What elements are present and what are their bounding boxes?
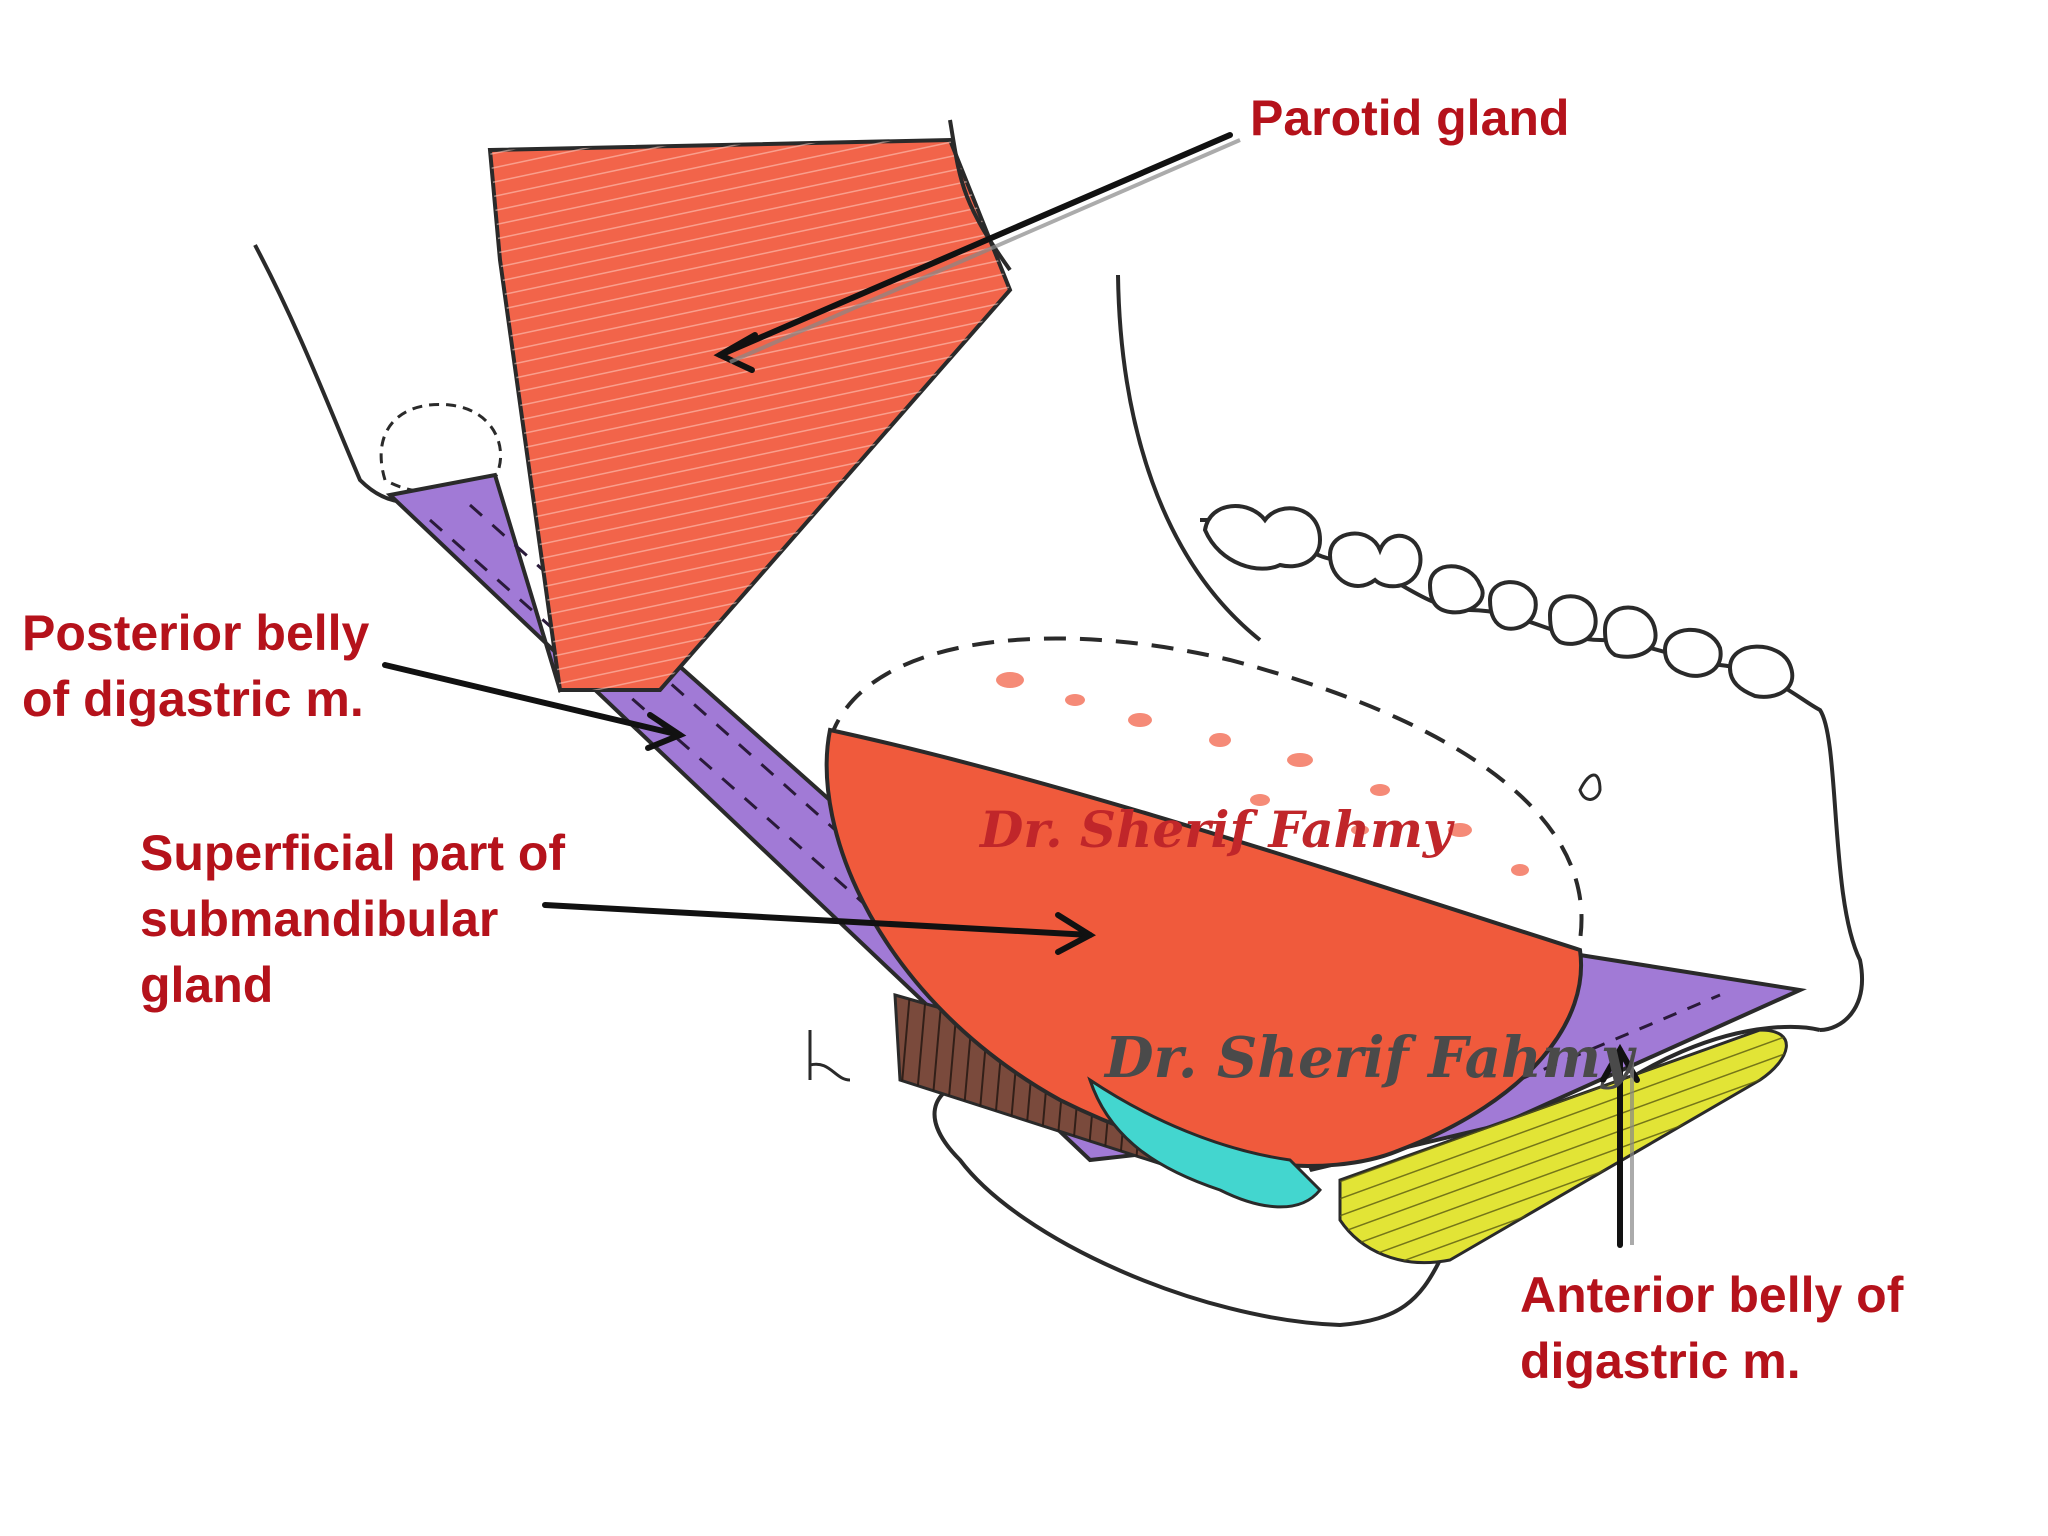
posterior-belly-label: Posterior belly of digastric m. (22, 600, 369, 732)
hyoid-region (1087, 1076, 1323, 1209)
posterior-belly-line1: Posterior belly (22, 605, 370, 661)
posterior-belly-line2: of digastric m. (22, 671, 364, 727)
submandibular-arrow (542, 902, 1093, 938)
lower-teeth (1202, 504, 1795, 699)
parotid-arrow (717, 132, 1233, 358)
posterior-belly-arrow (382, 662, 683, 738)
watermark-lower: Dr. Sherif Fahmy (1105, 1025, 1634, 1091)
submandibular-gland-superficial (824, 727, 1584, 1168)
superficial-part-line3: gland (140, 957, 274, 1013)
anterior-belly-line2: digastric m. (1520, 1333, 1801, 1389)
parotid-gland-text: Parotid gland (1250, 90, 1570, 146)
sublingual-region-dashed (828, 636, 1584, 941)
mandible-outline (1116, 274, 1262, 642)
anterior-belly-label: Anterior belly of digastric m. (1520, 1262, 1903, 1394)
watermark-upper: Dr. Sherif Fahmy (980, 800, 1452, 859)
parotid-gland-label: Parotid gland (1250, 85, 1569, 151)
superficial-part-line1: Superficial part of (140, 825, 566, 881)
superficial-part-label: Superficial part of submandibular gland (140, 820, 565, 1018)
anterior-belly-line1: Anterior belly of (1520, 1267, 1904, 1323)
superficial-part-line2: submandibular (140, 891, 499, 947)
chin-outline (932, 1024, 1821, 1328)
